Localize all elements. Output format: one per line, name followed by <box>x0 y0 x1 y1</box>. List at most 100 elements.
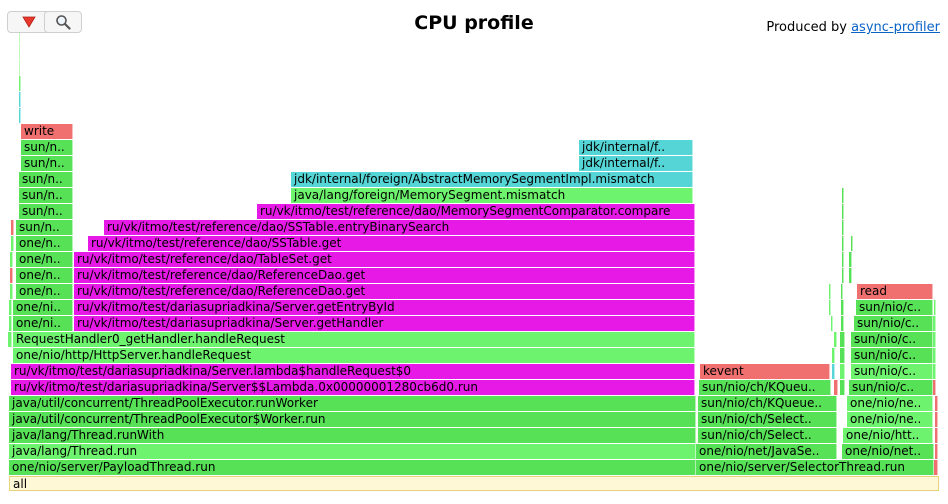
stack-frame-sliver[interactable] <box>19 108 21 123</box>
stack-frame-sliver[interactable] <box>829 284 831 299</box>
stack-frame-sliver[interactable] <box>19 44 20 59</box>
reverse-button[interactable] <box>7 11 51 33</box>
stack-frame[interactable]: ru/vk/itmo/test/dariasupriadkina/Server$… <box>11 380 695 395</box>
stack-frame-sliver[interactable] <box>933 316 936 331</box>
stack-frame-sliver[interactable] <box>10 268 13 283</box>
stack-frame[interactable]: jdk/internal/f.. <box>579 156 693 171</box>
stack-frame-sliver[interactable] <box>842 204 844 219</box>
stack-frame[interactable]: kevent <box>700 364 830 379</box>
stack-frame[interactable]: java/lang/foreign/MemorySegment.mismatch <box>291 188 693 203</box>
async-profiler-link[interactable]: async-profiler <box>851 20 940 35</box>
stack-frame[interactable]: sun/nio/c.. <box>851 332 933 347</box>
stack-frame[interactable]: RequestHandler0_getHandler.handleRequest <box>13 332 695 347</box>
stack-frame-sliver[interactable] <box>849 268 852 283</box>
stack-frame-sliver[interactable] <box>933 364 936 379</box>
stack-frame[interactable]: one/ni.. <box>13 300 73 315</box>
stack-frame[interactable]: sun/n.. <box>16 220 73 235</box>
stack-frame-sliver[interactable] <box>933 348 936 363</box>
stack-frame[interactable]: one/n.. <box>16 236 73 251</box>
stack-frame[interactable]: sun/nio/c.. <box>851 364 933 379</box>
stack-frame-sliver[interactable] <box>11 236 14 251</box>
stack-frame[interactable]: sun/nio/ch/Select.. <box>698 428 837 443</box>
stack-frame-sliver[interactable] <box>933 380 936 395</box>
stack-frame[interactable]: sun/nio/ch/KQueu.. <box>699 380 831 395</box>
stack-frame-sliver[interactable] <box>832 364 835 379</box>
stack-frame-sliver[interactable] <box>841 284 843 299</box>
stack-frame[interactable]: write <box>21 124 73 139</box>
stack-frame-sliver[interactable] <box>19 76 21 91</box>
stack-frame[interactable]: java/util/concurrent/ThreadPoolExecutor$… <box>9 412 696 427</box>
stack-frame-sliver[interactable] <box>834 332 837 347</box>
stack-frame[interactable] <box>934 460 938 475</box>
stack-frame-sliver[interactable] <box>832 348 835 363</box>
stack-frame-sliver[interactable] <box>840 348 845 363</box>
stack-frame[interactable]: sun/n.. <box>19 172 73 187</box>
stack-frame-sliver[interactable] <box>851 236 853 251</box>
search-button[interactable] <box>44 11 82 33</box>
stack-frame[interactable]: ru/vk/itmo/test/reference/dao/MemorySegm… <box>257 204 695 219</box>
stack-frame[interactable]: java/util/concurrent/ThreadPoolExecutor.… <box>9 396 696 411</box>
stack-frame[interactable]: ru/vk/itmo/test/dariasupriadkina/Server.… <box>74 300 695 315</box>
stack-frame-sliver[interactable] <box>19 92 21 107</box>
stack-frame-sliver[interactable] <box>934 300 936 315</box>
stack-frame[interactable]: all <box>9 476 939 491</box>
stack-frame[interactable]: one/n.. <box>16 268 73 283</box>
stack-frame[interactable]: one/nio/http/HttpServer.handleRequest <box>13 348 695 363</box>
stack-frame[interactable]: sun/nio/c.. <box>849 380 933 395</box>
stack-frame[interactable]: ru/vk/itmo/test/reference/dao/SSTable.en… <box>104 220 695 235</box>
stack-frame-sliver[interactable] <box>834 380 838 395</box>
stack-frame[interactable]: jdk/internal/f.. <box>579 140 693 155</box>
stack-frame[interactable]: java/lang/Thread.runWith <box>9 428 696 443</box>
stack-frame[interactable]: one/nio/net/JavaSe.. <box>696 444 837 459</box>
stack-frame[interactable]: one/ni.. <box>13 316 73 331</box>
stack-frame-sliver[interactable] <box>842 268 844 283</box>
stack-frame[interactable]: one/nio/net.. <box>842 444 934 459</box>
stack-frame[interactable]: jdk/internal/foreign/AbstractMemorySegme… <box>291 172 693 187</box>
stack-frame-sliver[interactable] <box>840 364 845 379</box>
stack-frame[interactable]: sun/nio/c.. <box>851 348 933 363</box>
stack-frame[interactable]: ru/vk/itmo/test/reference/dao/ReferenceD… <box>74 284 695 299</box>
stack-frame-sliver[interactable] <box>935 396 938 411</box>
stack-frame[interactable]: sun/n.. <box>21 140 73 155</box>
stack-frame[interactable]: one/nio/ne.. <box>847 412 933 427</box>
stack-frame-sliver[interactable] <box>10 284 13 299</box>
stack-frame[interactable]: sun/nio/c.. <box>854 316 933 331</box>
stack-frame[interactable]: sun/nio/ch/KQueue.. <box>698 396 837 411</box>
stack-frame[interactable]: ru/vk/itmo/test/reference/dao/TableSet.g… <box>74 252 695 267</box>
stack-frame[interactable]: ru/vk/itmo/test/dariasupriadkina/Server.… <box>74 316 695 331</box>
stack-frame-sliver[interactable] <box>19 60 20 75</box>
stack-frame[interactable]: ru/vk/itmo/test/dariasupriadkina/Server.… <box>11 364 695 379</box>
stack-frame[interactable]: sun/nio/ch/Select.. <box>698 412 837 427</box>
stack-frame[interactable]: one/nio/htt.. <box>843 428 933 443</box>
stack-frame-sliver[interactable] <box>9 316 12 331</box>
stack-frame[interactable]: sun/n.. <box>19 204 73 219</box>
stack-frame-sliver[interactable] <box>842 236 844 251</box>
stack-frame-sliver[interactable] <box>829 300 831 315</box>
stack-frame-sliver[interactable] <box>842 220 844 235</box>
stack-frame[interactable]: one/nio/server/SelectorThread.run <box>696 460 934 475</box>
stack-frame[interactable]: sun/n.. <box>21 156 73 171</box>
stack-frame-sliver[interactable] <box>849 252 852 267</box>
stack-frame-sliver[interactable] <box>933 332 936 347</box>
stack-frame[interactable]: one/n.. <box>16 252 73 267</box>
stack-frame-sliver[interactable] <box>842 252 844 267</box>
stack-frame[interactable]: sun/n.. <box>19 188 73 203</box>
stack-frame-sliver[interactable] <box>841 316 844 331</box>
stack-frame[interactable]: ru/vk/itmo/test/reference/dao/ReferenceD… <box>74 268 695 283</box>
stack-frame[interactable]: one/nio/ne.. <box>847 396 933 411</box>
stack-frame[interactable]: java/lang/Thread.run <box>9 444 696 459</box>
stack-frame-sliver[interactable] <box>11 220 14 235</box>
stack-frame[interactable]: read <box>857 284 933 299</box>
stack-frame-sliver[interactable] <box>935 412 938 427</box>
stack-frame-sliver[interactable] <box>935 444 938 459</box>
stack-frame[interactable]: one/nio/server/PayloadThread.run <box>9 460 696 475</box>
stack-frame-sliver[interactable] <box>8 332 12 347</box>
stack-frame-sliver[interactable] <box>935 428 938 443</box>
stack-frame[interactable]: ru/vk/itmo/test/reference/dao/SSTable.ge… <box>88 236 695 251</box>
stack-frame-sliver[interactable] <box>842 188 844 203</box>
stack-frame-sliver[interactable] <box>831 316 833 331</box>
stack-frame-sliver[interactable] <box>19 28 20 43</box>
stack-frame-sliver[interactable] <box>10 252 13 267</box>
stack-frame-sliver[interactable] <box>840 380 845 395</box>
stack-frame[interactable]: sun/nio/c.. <box>856 300 933 315</box>
